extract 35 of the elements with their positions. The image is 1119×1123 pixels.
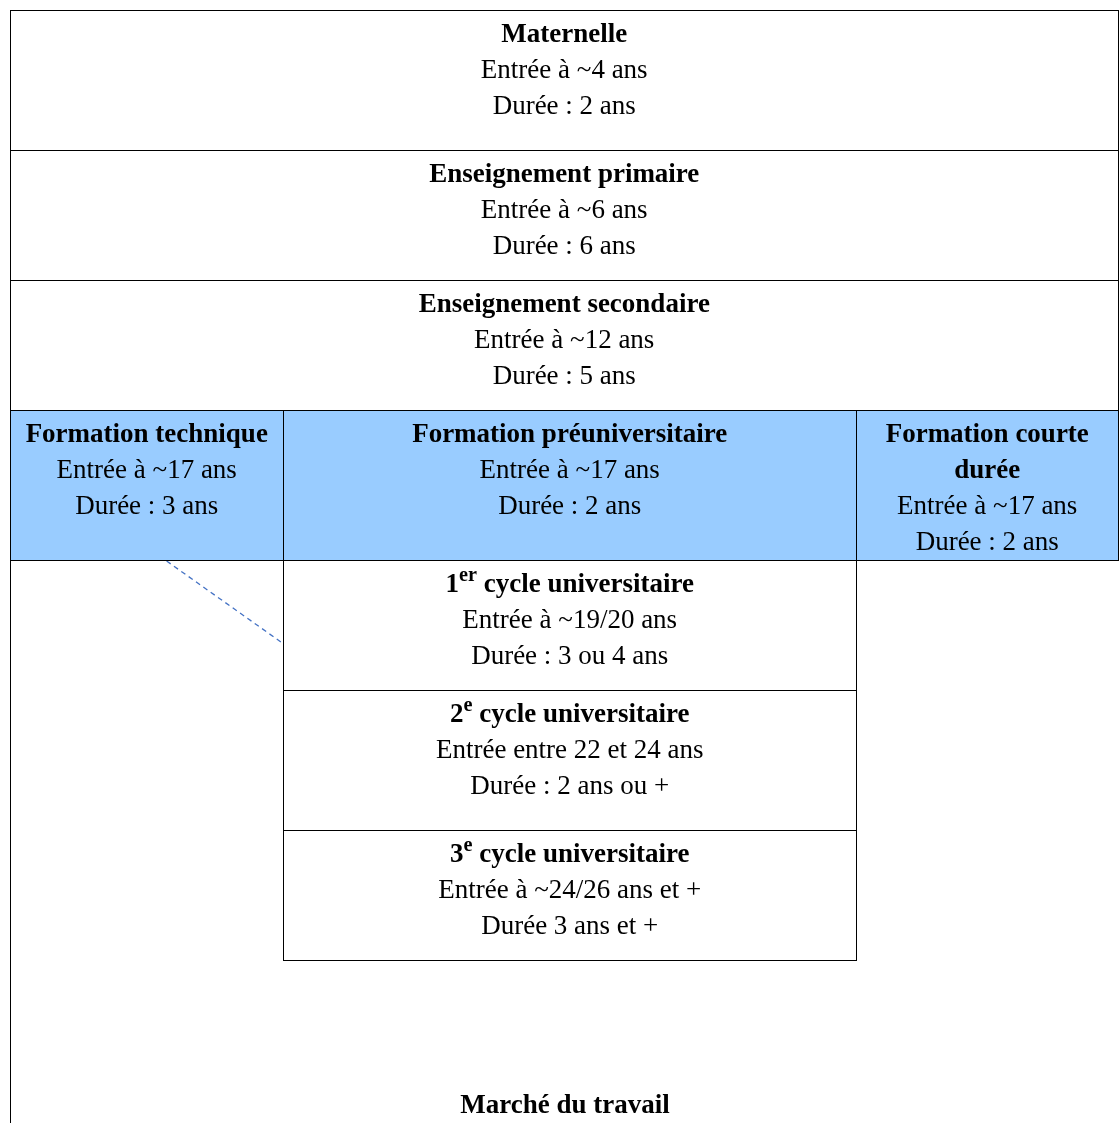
stage-title: 3$^{e}$ cycle universitaire [450, 834, 690, 870]
stage-title: Formation technique [25, 416, 268, 450]
stage-title: Marché du travail [460, 1088, 670, 1121]
stage-title: Formation préuniversitaire [412, 416, 728, 450]
stage-title: 1$^{er}$ cycle universitaire [445, 564, 694, 600]
stage-detail: Entrée à ~24/26 ans et + [438, 872, 702, 906]
stage-title: Enseignement primaire [429, 156, 700, 190]
stage-box [282, 689, 857, 831]
stage-detail: Entrée à ~6 ans [480, 192, 648, 226]
stage-title: 2$^{e}$ cycle universitaire [450, 694, 690, 730]
stage-box [9, 409, 284, 561]
stage-detail: Entrée à ~17 ans [897, 488, 1078, 522]
stage-detail: Entrée à ~17 ans [56, 452, 237, 486]
stage-detail: Durée : 2 ans ou + [470, 768, 670, 802]
stage-title: Formation courte durée [884, 416, 1090, 486]
stage-box [282, 409, 857, 561]
outer-frame [10, 10, 1119, 1123]
stage-detail: Entrée à ~12 ans [474, 322, 655, 356]
stage-detail: Durée : 2 ans [492, 88, 636, 122]
stage-title: Enseignement secondaire [418, 286, 710, 320]
stage-box [282, 829, 857, 961]
stage-detail: Entrée à ~17 ans [479, 452, 660, 486]
stage-title: Maternelle [501, 16, 628, 50]
stage-detail: Durée : 3 ou 4 ans [471, 638, 669, 672]
stage-detail: Durée : 2 ans [915, 524, 1059, 558]
stage-detail: Entrée entre 22 et 24 ans [435, 732, 704, 766]
stage-detail: Entrée à ~4 ans [480, 52, 648, 86]
stage-detail: Durée : 2 ans [498, 488, 642, 522]
stage-box [855, 409, 1119, 561]
stage-detail: Durée : 6 ans [492, 228, 636, 262]
stage-detail: Durée 3 ans et + [481, 908, 659, 942]
stage-detail: Entrée à ~19/20 ans [462, 602, 678, 636]
stage-box [282, 559, 857, 691]
stage-detail: Durée : 3 ans [75, 488, 219, 522]
stage-detail: Durée : 5 ans [492, 358, 636, 392]
